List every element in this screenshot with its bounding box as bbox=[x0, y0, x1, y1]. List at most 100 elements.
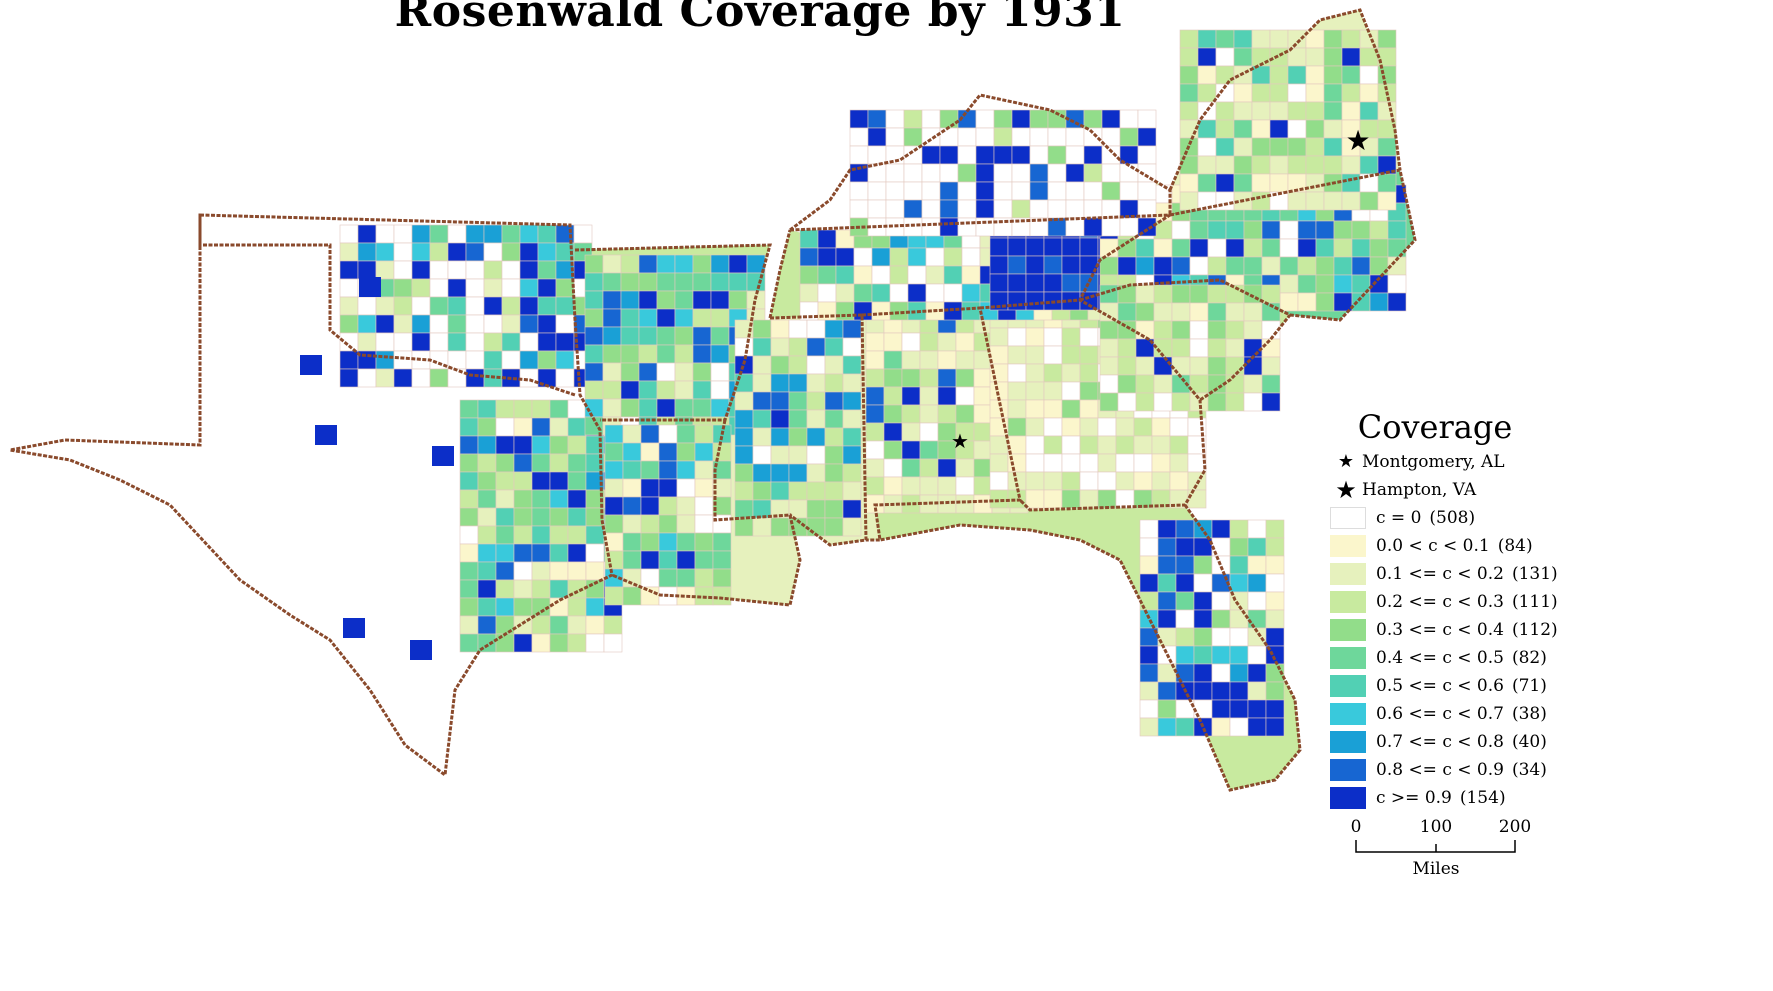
county-cell bbox=[465, 332, 485, 352]
county-cell bbox=[1101, 181, 1121, 201]
county-cell bbox=[853, 247, 873, 267]
county-cell bbox=[1079, 273, 1099, 293]
county-cell bbox=[604, 442, 624, 462]
county-cell bbox=[1193, 555, 1213, 575]
county-cell bbox=[903, 163, 923, 183]
county-cell bbox=[1171, 238, 1191, 258]
county-cell bbox=[567, 543, 587, 563]
county-cell bbox=[770, 373, 790, 393]
county-cell bbox=[1153, 238, 1173, 258]
county-cell bbox=[1171, 302, 1191, 322]
county-cell bbox=[728, 254, 748, 274]
county-cell bbox=[501, 224, 521, 244]
county-cell bbox=[1133, 417, 1153, 437]
county-cell bbox=[459, 471, 479, 491]
county-cell bbox=[989, 453, 1009, 473]
county-cell bbox=[1011, 163, 1031, 183]
county-cell bbox=[622, 586, 642, 606]
county-cell bbox=[1079, 417, 1099, 437]
county-cell bbox=[656, 362, 676, 382]
county-cell bbox=[1261, 356, 1281, 376]
county-cell bbox=[865, 368, 885, 388]
county-cell bbox=[824, 319, 844, 339]
county-cell bbox=[1025, 363, 1045, 383]
county-cell bbox=[1101, 217, 1121, 237]
county-cell bbox=[943, 265, 963, 285]
county-cell bbox=[842, 481, 862, 501]
county-cell bbox=[477, 489, 497, 509]
county-cell bbox=[989, 435, 1009, 455]
star-small-icon: ★ bbox=[1337, 451, 1355, 472]
county-cell bbox=[1315, 292, 1335, 312]
county-cell bbox=[1225, 392, 1245, 412]
county-cell bbox=[1175, 645, 1195, 665]
county-cell bbox=[604, 586, 624, 606]
county-cell bbox=[584, 272, 604, 292]
county-cell bbox=[1297, 220, 1317, 240]
county-cell bbox=[889, 301, 909, 321]
county-cell bbox=[806, 391, 826, 411]
county-cell bbox=[477, 399, 497, 419]
county-cell bbox=[1211, 663, 1231, 683]
county-cell bbox=[459, 453, 479, 473]
county-cell bbox=[357, 242, 377, 262]
county-cell bbox=[1387, 274, 1407, 294]
county-cell bbox=[638, 308, 658, 328]
county-cell bbox=[799, 229, 819, 249]
county-cell bbox=[1153, 392, 1173, 412]
county-cell bbox=[658, 424, 678, 444]
county-cell bbox=[1179, 101, 1199, 121]
county-cell bbox=[537, 314, 557, 334]
county-cell bbox=[549, 489, 569, 509]
county-cell bbox=[1047, 199, 1067, 219]
county-cell bbox=[459, 579, 479, 599]
county-cell bbox=[1323, 119, 1343, 139]
county-cell bbox=[939, 145, 959, 165]
county-cell bbox=[937, 350, 957, 370]
county-cell bbox=[1097, 489, 1117, 509]
county-cell bbox=[1243, 374, 1263, 394]
county-cell bbox=[1117, 374, 1137, 394]
county-cell bbox=[799, 265, 819, 285]
county-cell bbox=[638, 380, 658, 400]
county-cell bbox=[806, 409, 826, 429]
legend: Coverage ★ Montgomery, AL ★ Hampton, VA … bbox=[1330, 408, 1570, 812]
county-cell bbox=[555, 350, 575, 370]
county-cell bbox=[1287, 65, 1307, 85]
county-cell bbox=[640, 496, 660, 516]
county-cell bbox=[459, 597, 479, 617]
star-large-icon: ★ bbox=[1335, 476, 1357, 504]
county-cell bbox=[989, 327, 1009, 347]
county-cell bbox=[889, 247, 909, 267]
county-cell bbox=[1359, 191, 1379, 211]
legend-class-label: 0.3 <= c < 0.4 bbox=[1376, 620, 1504, 640]
county-cell bbox=[865, 350, 885, 370]
county-cell bbox=[1369, 220, 1389, 240]
county-cell bbox=[674, 380, 694, 400]
county-cell bbox=[710, 344, 730, 364]
county-cell bbox=[519, 314, 539, 334]
county-cell bbox=[537, 278, 557, 298]
county-cell bbox=[1265, 681, 1285, 701]
legend-swatch bbox=[1330, 507, 1366, 529]
county-cell bbox=[1243, 356, 1263, 376]
county-cell bbox=[603, 633, 623, 653]
county-cell bbox=[842, 337, 862, 357]
county-cell bbox=[1025, 453, 1045, 473]
county-cell bbox=[1119, 127, 1139, 147]
county-cell bbox=[495, 435, 515, 455]
county-cell bbox=[531, 471, 551, 491]
county-cell bbox=[817, 265, 837, 285]
legend-class-count: (40) bbox=[1511, 732, 1547, 752]
county-cell bbox=[1061, 255, 1081, 275]
county-cell bbox=[519, 332, 539, 352]
county-cell bbox=[1265, 627, 1285, 647]
county-cell bbox=[1243, 320, 1263, 340]
county-cell bbox=[411, 332, 431, 352]
legend-class-row: 0.0 < c < 0.1(84) bbox=[1330, 532, 1570, 560]
county-cell bbox=[1189, 256, 1209, 276]
county-cell bbox=[1279, 220, 1299, 240]
county-cell bbox=[1323, 155, 1343, 175]
county-cell bbox=[1175, 717, 1195, 737]
county-cell bbox=[567, 489, 587, 509]
